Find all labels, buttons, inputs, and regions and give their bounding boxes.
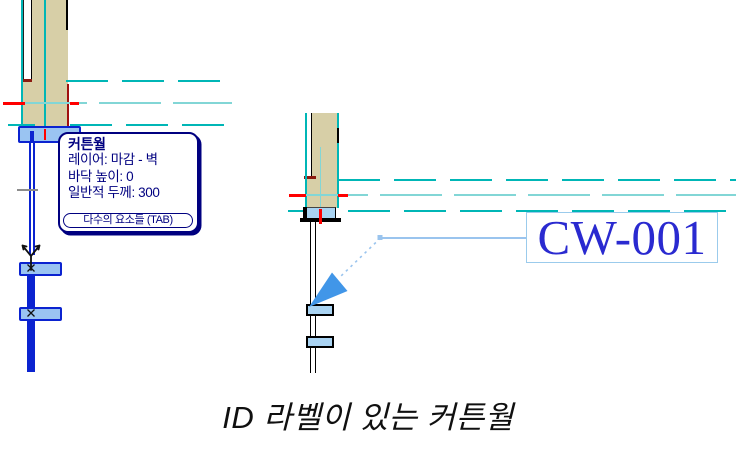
left-axis-stem [29,131,34,143]
right-wall-edge-line-right [336,113,339,208]
right-red-ref-tick-b [338,194,348,197]
left-ref-dashed-line-mid [25,102,232,104]
left-wall-edge-line-left [21,0,23,126]
left-ref-dashed-line-top [66,80,232,82]
left-wall-edge-darkred [67,84,69,126]
left-finish-end-mark [21,79,32,82]
left-curtainwall-axis-line[interactable] [28,143,35,255]
id-label-box[interactable]: CW-001 [526,212,718,263]
element-info-tooltip: 커튼월 레이어: 마감 - 벽 바닥 높이: 0 일반적 두께: 300 다수의… [58,132,199,233]
right-ref-dashed-line-top [338,178,736,181]
label-leader-dotted-segment[interactable] [340,237,382,277]
left-red-ref-tick-a [3,102,25,105]
right-wall-finish-layer [307,113,312,178]
tooltip-row-layer: 레이어: 마감 - 벽 [68,152,158,167]
right-wall-edge-line-left [305,113,307,208]
left-red-ref-tick-b [70,102,79,105]
left-ref-dashed-line-bottom [70,123,232,126]
left-wall-edge-black [66,0,68,30]
left-head-red-tick [43,129,46,140]
id-label-text: CW-001 [537,210,707,265]
tooltip-row-floor-height: 바닥 높이: 0 [68,168,134,184]
right-wall-edge-black-dash [336,128,339,143]
right-ref-dashed-line-mid [306,194,736,196]
right-curtainwall-transom-1[interactable] [305,304,334,316]
right-finish-end-mark [304,176,316,179]
right-curtainwall-head-box[interactable] [307,206,336,219]
right-wall-centerline [319,147,321,207]
right-curtainwall-axis-line[interactable] [310,221,316,373]
left-gray-tick [17,189,38,191]
right-red-ref-tick-a [289,194,306,197]
tooltip-row-thickness: 일반적 두께: 300 [68,185,160,200]
right-ref-dashed-line-bottom [348,209,736,212]
right-head-red-tick [319,209,322,224]
left-wall-centerline [43,0,46,128]
right-curtainwall-transom-2[interactable] [305,336,334,348]
label-leader-line[interactable] [380,237,527,239]
left-wall-finish-layer [23,0,32,80]
left-curtainwall-frame-bar[interactable] [26,274,35,372]
left-curtainwall-mullion-2[interactable] [18,306,62,321]
right-head-left-cap [303,206,307,222]
tooltip-footer-hint: 다수의 요소들 (TAB) [63,212,193,228]
figure-caption: ID 라벨이 있는 커튼월 [222,400,514,435]
left-ref-line-bottom-seg [8,123,35,126]
tooltip-title: 커튼월 [68,136,106,152]
right-ref-line-bottom-seg [288,209,306,212]
left-curtainwall-mullion-1[interactable] [18,261,62,276]
